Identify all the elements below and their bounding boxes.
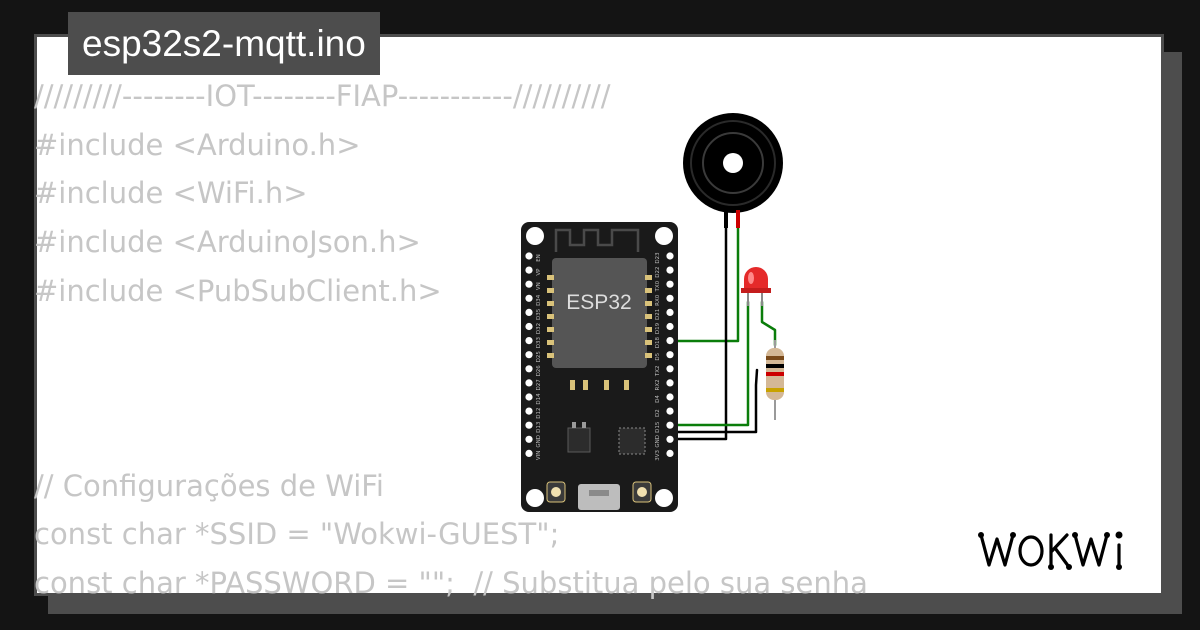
pin-label: D13 <box>536 421 542 433</box>
esp32-board: ESP32 ENVPVND34D35D32D33D25D26D27D14D12D… <box>521 222 678 512</box>
pin-label: D23 <box>655 252 661 264</box>
pin-right <box>666 365 674 373</box>
pin-right <box>666 421 674 429</box>
pin-label: D34 <box>536 294 542 306</box>
wire-buzzer-black <box>666 223 728 441</box>
pin-right <box>666 294 674 302</box>
pin-right <box>666 337 674 345</box>
wire-led-anode-green <box>666 300 750 427</box>
pin-right <box>666 351 674 359</box>
pin-right <box>666 379 674 387</box>
pin-left <box>525 379 533 387</box>
pin-right <box>666 435 674 443</box>
pin-label: D15 <box>655 421 661 433</box>
pin-label: D35 <box>536 308 542 320</box>
pin-left <box>525 337 533 345</box>
pin-left <box>525 435 533 443</box>
red-led-icon <box>741 267 771 306</box>
pin-label: GND <box>536 435 542 448</box>
pin-label: D32 <box>536 323 542 334</box>
pin-left <box>525 393 533 401</box>
pin-left <box>525 308 533 316</box>
pin-label: VIN <box>536 451 542 461</box>
pin-label: D4 <box>655 395 661 403</box>
pin-label: D22 <box>655 266 661 277</box>
code-line: #include <ArduinoJson.h> <box>34 225 421 260</box>
pin-label: D14 <box>536 393 542 405</box>
pin-left <box>525 421 533 429</box>
pin-label: D2 <box>655 409 661 417</box>
project-filename: esp32s2-mqtt.ino <box>68 12 380 75</box>
pin-label: D18 <box>655 336 661 348</box>
pins-right <box>666 252 674 457</box>
wire-led-cathode-black <box>666 368 759 434</box>
pin-label: RX2 <box>655 379 661 390</box>
pin-left <box>525 407 533 415</box>
pin-left <box>525 449 533 457</box>
code-line: #include <WiFi.h> <box>34 176 308 211</box>
pin-right <box>666 280 674 288</box>
pin-left <box>525 280 533 288</box>
code-preview: /////////--------IOT--------FIAP--------… <box>34 72 868 608</box>
pin-label: D21 <box>655 309 661 320</box>
code-line: const char *PASSWORD = ""; // Substitua … <box>34 565 868 600</box>
pin-label: TX2 <box>655 365 661 377</box>
code-line: #include <Arduino.h> <box>34 127 361 162</box>
code-line: #include <PubSubClient.h> <box>34 273 442 308</box>
pin-right <box>666 449 674 457</box>
pin-label: GND <box>655 435 661 448</box>
pin-label: 3V3 <box>655 450 661 461</box>
pin-label: TX0 <box>655 280 661 292</box>
pin-left <box>525 365 533 373</box>
pin-label: EN <box>536 254 542 262</box>
wires <box>666 208 777 441</box>
pin-label: D19 <box>655 322 661 334</box>
piezo-buzzer-icon <box>683 113 783 228</box>
pin-label: D5 <box>655 352 661 360</box>
pin-label: D12 <box>536 407 542 418</box>
pin-label: VP <box>536 268 542 276</box>
pin-right <box>666 252 674 260</box>
pin-label: D27 <box>536 379 542 391</box>
wire-buzzer-green <box>666 208 740 343</box>
pin-label: VN <box>536 282 542 290</box>
pin-label: D26 <box>536 365 542 377</box>
wokwi-logo <box>978 531 1123 570</box>
pin-right <box>666 393 674 401</box>
code-line: /////////--------IOT--------FIAP--------… <box>34 79 611 113</box>
pin-right <box>666 308 674 316</box>
code-line: // Configurações de WiFi <box>34 468 384 503</box>
esp32-label: ESP32 <box>566 291 631 314</box>
pin-label: D33 <box>536 336 542 348</box>
pin-left <box>525 322 533 331</box>
pin-left <box>525 351 533 359</box>
pin-left <box>525 252 533 260</box>
wire-led-resistor <box>760 300 777 347</box>
pin-right <box>666 266 674 274</box>
pin-right <box>666 407 674 415</box>
resistor-icon <box>766 340 784 420</box>
pin-left <box>525 294 533 302</box>
code-line: const char *SSID = "Wokwi-GUEST"; <box>34 517 560 552</box>
pin-label: D25 <box>536 351 542 363</box>
pin-label: RX0 <box>655 294 661 306</box>
pin-left <box>525 266 533 274</box>
pins-left <box>525 252 533 457</box>
pin-right <box>666 322 674 331</box>
